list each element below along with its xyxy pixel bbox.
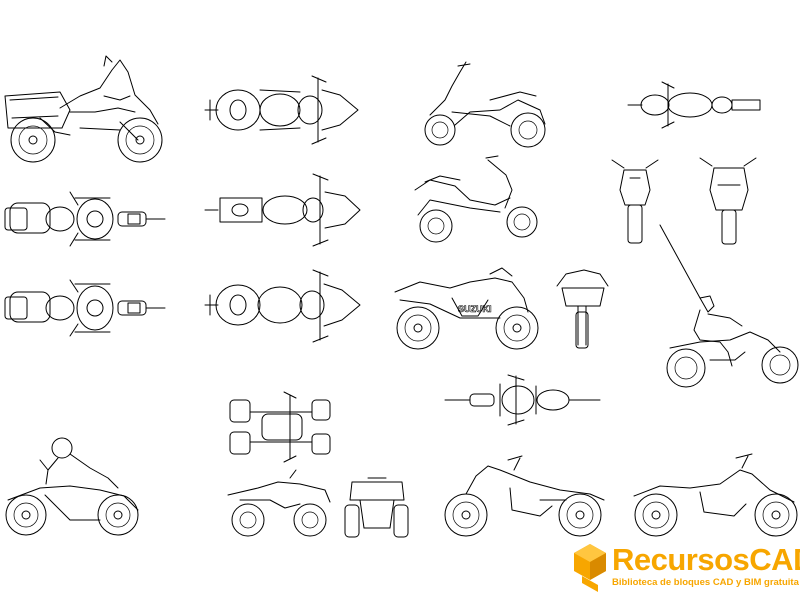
motorcycle-touring-top-1 bbox=[4, 191, 166, 247]
rider-cruiser-side bbox=[659, 224, 799, 388]
cruiser-side-2 bbox=[633, 453, 798, 537]
scooter-top bbox=[627, 81, 761, 129]
sportbike-side: SUZUKI bbox=[394, 267, 539, 350]
scooter-side-left bbox=[414, 155, 538, 243]
motorcycle-sport-top-2 bbox=[204, 173, 361, 247]
logo-wordmark: RecursosCAD bbox=[612, 542, 800, 578]
atv-top bbox=[229, 391, 331, 463]
atv-front bbox=[344, 477, 409, 538]
recursoscad-logo: RecursosCAD Biblioteca de bloques CAD y … bbox=[570, 540, 800, 600]
cruiser-top bbox=[444, 374, 601, 426]
cruiser-side-1 bbox=[444, 455, 605, 537]
scooter-rear bbox=[699, 157, 757, 245]
rider-sportbike-side bbox=[5, 437, 139, 536]
logo-name-accent: CAD bbox=[749, 542, 800, 577]
logo-tagline: Biblioteca de bloques CAD y BIM gratuita bbox=[612, 577, 799, 588]
motorcycle-touring-top-2 bbox=[4, 279, 166, 337]
motorcycle-touring-side bbox=[4, 55, 163, 163]
logo-name-main: Recursos bbox=[612, 542, 750, 577]
scooter-front bbox=[611, 159, 659, 244]
scooter-side-right bbox=[424, 61, 546, 148]
cube-logo-icon bbox=[574, 544, 606, 592]
motorcycle-sport-top-3 bbox=[204, 269, 361, 343]
sportbike-decal: SUZUKI bbox=[458, 304, 492, 314]
sportbike-front bbox=[556, 269, 609, 349]
motorcycle-sport-top-1 bbox=[204, 75, 359, 145]
atv-side bbox=[227, 469, 331, 537]
